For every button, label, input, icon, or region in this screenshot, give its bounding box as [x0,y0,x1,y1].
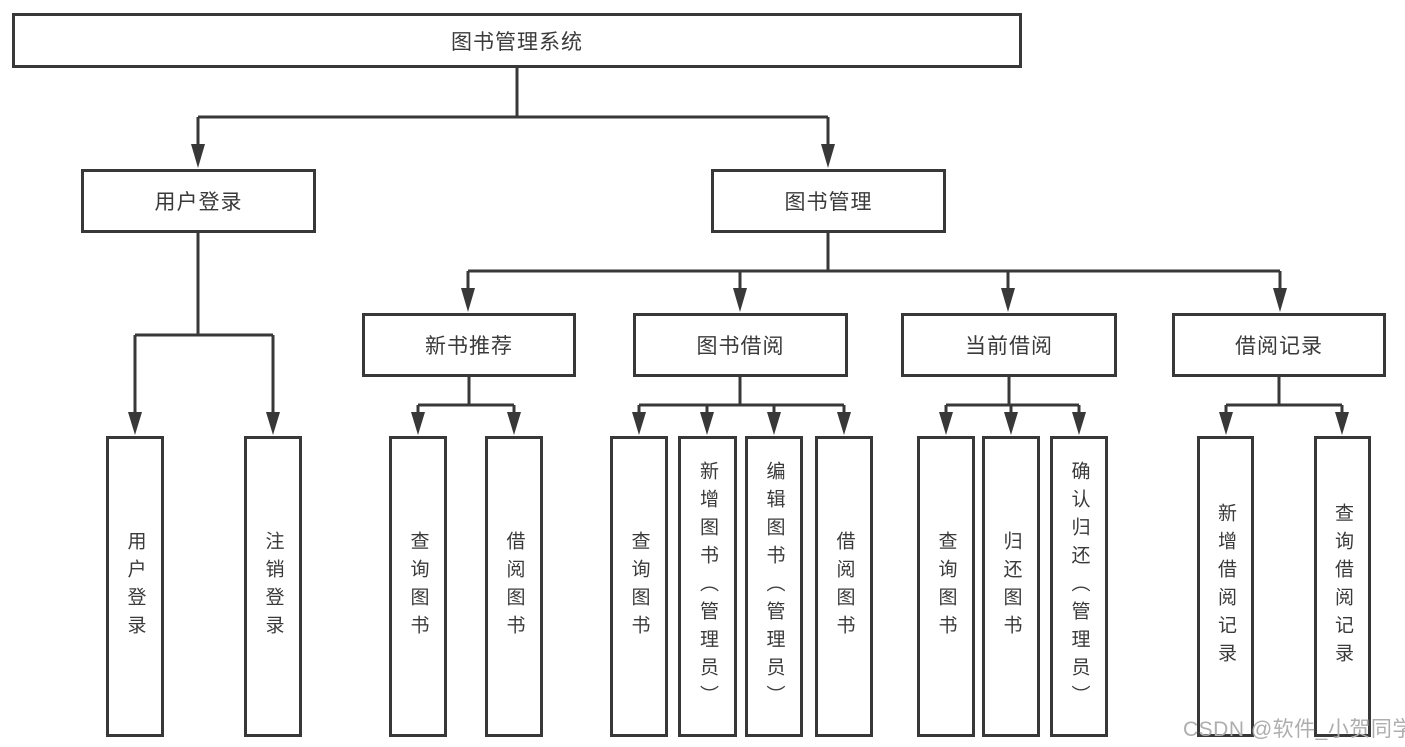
leaf-label: 注销登录 [262,530,284,643]
csdn-watermark: CSDN @软件_小贺同学 [1183,718,1405,741]
leaf-cb-query-books: 查询图书 [917,436,975,737]
leaf-label: 借阅图书 [503,530,525,643]
node-label: 新书推荐 [425,335,513,358]
arrowheads [128,144,1349,435]
leaf-logout: 注销登录 [244,436,302,737]
connector-borrow-records-to-leaves [1224,377,1344,414]
node-label: 当前借阅 [965,335,1053,358]
node-user-login: 用户登录 [81,169,316,233]
leaf-label: 用户登录 [124,530,146,643]
leaf-bb-borrow-books: 借阅图书 [815,436,873,737]
connector-root-to-level2 [196,67,830,146]
leaf-label: 查询图书 [935,530,957,643]
leaf-cb-confirm-return-admin: 确认归还（管理员） [1050,436,1108,737]
node-borrowing-records: 借阅记录 [1172,313,1386,377]
connector-current-borrowing-to-leaves [944,377,1081,414]
connector-book-management-to-level3 [466,233,1282,291]
node-label: 图书管理 [784,191,873,214]
leaf-label: 查询图书 [628,530,650,643]
leaf-cb-return-books: 归还图书 [982,436,1040,737]
connector-book-borrowing-to-leaves [637,377,846,414]
node-library-management-system: 图书管理系统 [12,13,1022,68]
leaf-label: 查询图书 [407,530,429,643]
leaf-label: 归还图书 [1000,530,1022,643]
leaf-br-add-record: 新增借阅记录 [1197,436,1254,737]
node-book-borrowing: 图书借阅 [633,313,848,377]
node-book-management: 图书管理 [711,169,946,233]
node-label: 用户登录 [154,191,243,214]
leaf-br-query-record: 查询借阅记录 [1314,436,1371,737]
node-label: 图书借阅 [696,335,785,358]
connector-new-book-rec-to-leaves [416,377,516,414]
leaf-bb-edit-books-admin: 编辑图书（管理员） [745,436,803,737]
node-label: 图书管理系统 [451,30,583,54]
leaf-bb-query-books: 查询图书 [610,436,668,737]
leaf-label: 查询借阅记录 [1332,502,1353,671]
leaf-label: 确认归还（管理员） [1068,460,1090,713]
leaf-label: 新增借阅记录 [1215,502,1236,671]
leaf-nbr-borrow-books: 借阅图书 [485,436,543,737]
leaf-user-login: 用户登录 [106,436,164,737]
node-label: 借阅记录 [1235,335,1323,358]
connector-user-login-to-leaves [133,233,275,414]
node-current-borrowing: 当前借阅 [901,313,1117,377]
leaf-label: 新增图书（管理员） [697,460,718,713]
leaf-nbr-query-books: 查询图书 [389,436,447,737]
leaf-label: 编辑图书（管理员） [763,460,785,713]
node-new-book-recommend: 新书推荐 [362,313,576,377]
leaf-label: 借阅图书 [833,530,855,643]
leaf-bb-add-books-admin: 新增图书（管理员） [678,436,737,737]
